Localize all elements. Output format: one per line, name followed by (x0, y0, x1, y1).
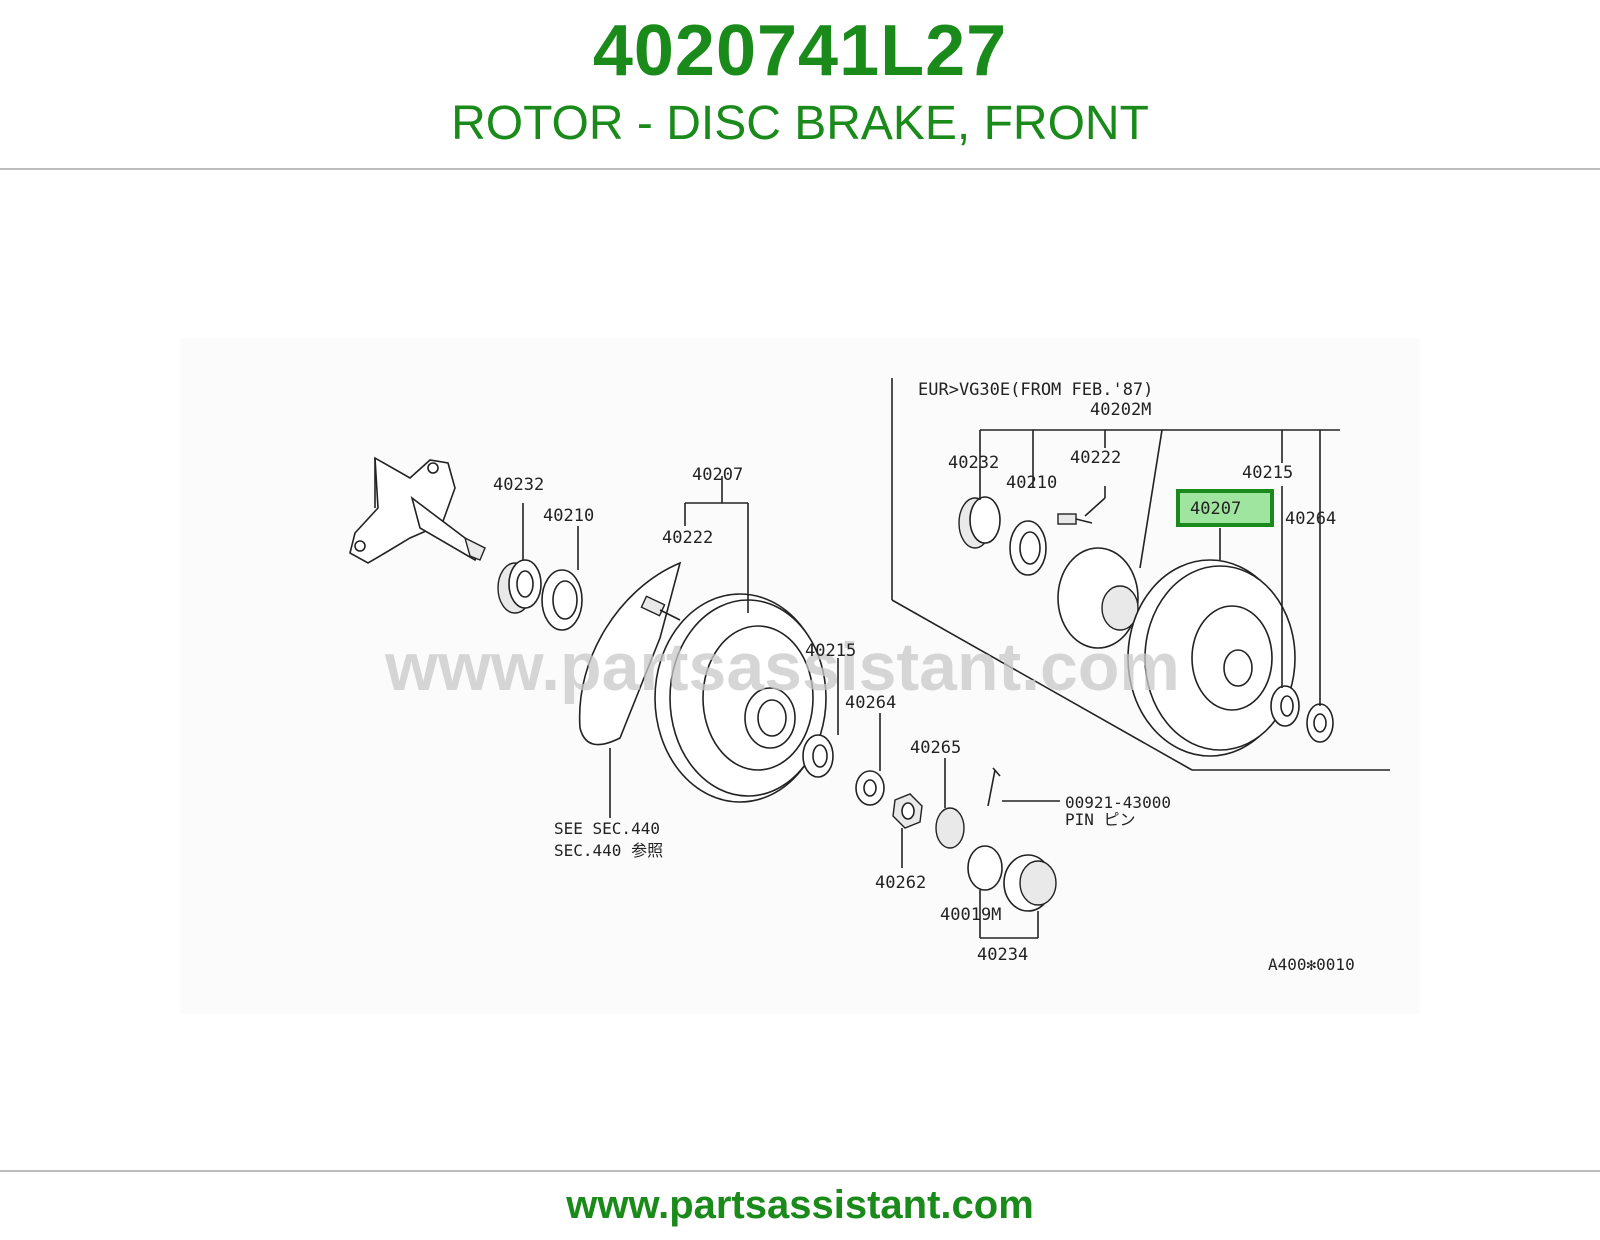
footer-site-link[interactable]: www.partsassistant.com (566, 1183, 1034, 1227)
watermark-text: www.partsassistant.com (384, 629, 1180, 705)
inset-note: EUR>VG30E(FROM FEB.'87) (918, 380, 1153, 400)
leader-lines-right (979, 429, 1340, 706)
brake-rotor-40207-left (654, 593, 827, 803)
hub-bolt-40222-right (1057, 513, 1093, 525)
see-section-note: SEE SEC.440 (554, 819, 660, 838)
callout-40222-left[interactable]: 40222 (662, 528, 713, 548)
steering-knuckle (349, 456, 486, 564)
callout-40207-highlighted[interactable]: 40207 (1190, 499, 1241, 519)
callout-40210-right[interactable]: 40210 (1006, 473, 1057, 493)
pin-part-number[interactable]: 00921-43000 (1065, 793, 1171, 812)
part-name: ROTOR - DISC BRAKE, FRONT (451, 97, 1149, 150)
part-number: 4020741L27 (592, 11, 1008, 91)
outer-bearing-40215-left (802, 734, 834, 778)
inset-frame (891, 378, 1390, 771)
callout-40262[interactable]: 40262 (875, 873, 926, 893)
highlighted-part-box (1176, 489, 1274, 527)
page-header: 4020741L27 ROTOR - DISC BRAKE, FRONT (0, 0, 1600, 168)
callout-40222-right[interactable]: 40222 (1070, 448, 1121, 468)
grease-seal-40232-left (497, 559, 542, 614)
hub-cap-40234 (1003, 854, 1057, 912)
callout-40234[interactable]: 40234 (977, 945, 1028, 965)
see-section-note-jp: SEC.440 参照 (554, 841, 663, 860)
hub-40202M (1057, 547, 1139, 649)
inner-bearing-40210-right (1009, 520, 1047, 576)
grease-seal-40232-right (958, 496, 1001, 549)
callout-40210-left[interactable]: 40210 (543, 506, 594, 526)
pin-note: PIN ピン (1065, 810, 1136, 829)
nut-lock-40265 (935, 807, 965, 849)
o-ring-40019M (967, 845, 1003, 891)
callout-40264-left[interactable]: 40264 (845, 693, 896, 713)
nut-40262 (892, 793, 923, 829)
callout-40265[interactable]: 40265 (910, 738, 961, 758)
callout-40232-left[interactable]: 40232 (493, 475, 544, 495)
leader-lines-left (522, 476, 1060, 939)
callout-40232-right[interactable]: 40232 (948, 453, 999, 473)
hub-bolt-40222-left (640, 595, 681, 621)
inner-bearing-40210-left (541, 569, 583, 631)
callout-40215-left[interactable]: 40215 (805, 641, 856, 661)
exploded-view-drawing: www.partsassistant.com 40232 40210 40207… (180, 338, 1420, 1014)
cotter-pin-00921-43000 (987, 767, 1001, 807)
outer-bearing-40215-right (1270, 685, 1300, 727)
brake-rotor-40207-right (1127, 559, 1296, 757)
callout-40207-left[interactable]: 40207 (692, 465, 743, 485)
callout-40202M[interactable]: 40202M (1090, 400, 1151, 420)
callout-40264-right[interactable]: 40264 (1285, 509, 1336, 529)
callout-40019M[interactable]: 40019M (940, 905, 1001, 925)
parts-diagram: www.partsassistant.com 40232 40210 40207… (180, 338, 1420, 1014)
bottom-divider (0, 1170, 1600, 1172)
washer-40264-left (855, 770, 885, 806)
top-divider (0, 168, 1600, 170)
washer-40264-right (1306, 703, 1334, 743)
figure-code: A400✻0010 (1268, 955, 1355, 974)
callout-40215-right[interactable]: 40215 (1242, 463, 1293, 483)
